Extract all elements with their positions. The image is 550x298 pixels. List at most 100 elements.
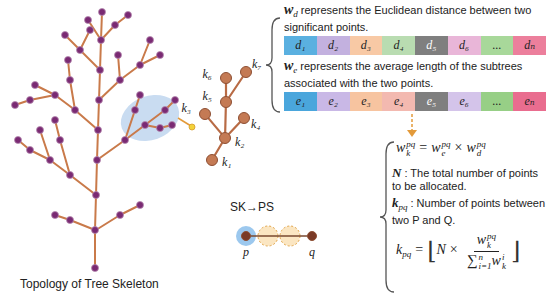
highlight-ellipse [114, 87, 185, 149]
subtree-highlight [114, 87, 185, 149]
description-text: : The total number of points to be alloc… [392, 167, 538, 192]
skeleton-point: k₃ [199, 108, 211, 120]
tree-point [93, 192, 100, 199]
definition-row: kpq: Number of points between two P and … [392, 196, 546, 227]
tree-point [125, 12, 132, 19]
math-superscript: pq [487, 232, 496, 241]
zoom-leader [178, 118, 195, 130]
tree-point [137, 202, 144, 209]
cell-label: d₅ [426, 38, 436, 53]
math-variable: w [467, 140, 476, 155]
weight-cell: d₂ [317, 36, 350, 55]
math-subscript: e [442, 149, 451, 158]
tree-branch [140, 40, 150, 65]
weight-cell: ... [481, 92, 514, 111]
script-stack: pqk [487, 232, 496, 250]
script-stack: pqk [406, 140, 415, 158]
math-variable: N [437, 242, 446, 257]
math-subscript: pq [399, 202, 408, 212]
skeleton-point: k₄ [238, 112, 250, 124]
tree-point [67, 217, 74, 224]
segment-line [251, 235, 307, 237]
tree-point [57, 137, 64, 144]
weight-cell: dₙ [513, 36, 546, 55]
curly-brace [380, 142, 394, 292]
point-label: k₁ [222, 155, 232, 169]
floor-bracket: ⌊ [427, 237, 436, 265]
cell-label: e₄ [394, 94, 404, 109]
tree-point [117, 77, 124, 84]
definition-row: N: The total number of points to be allo… [392, 166, 546, 193]
tree-point [67, 77, 74, 84]
math-superscript: pq [442, 140, 451, 149]
math-variable: w [492, 253, 501, 268]
math-variable: w [396, 140, 405, 155]
cell-label: e₅ [427, 94, 437, 109]
fraction: wpqk∑ni=1wik [464, 232, 509, 271]
tree-point [47, 157, 54, 164]
skeleton-point: k₅ [220, 96, 232, 108]
script-stack: pqe [442, 140, 451, 158]
weight-cell: d₄ [382, 36, 415, 55]
weight-cell: d₆ [448, 36, 481, 55]
dashed-arrow [407, 130, 417, 137]
tree-point [112, 22, 119, 29]
math-subscript: i=1 [478, 262, 491, 271]
tree-point [137, 62, 144, 69]
tree-point [77, 47, 84, 54]
skeleton-edge [225, 84, 227, 96]
math-variable: w [431, 140, 440, 155]
tree-branch [40, 130, 50, 160]
floor-bracket: ⌋ [511, 237, 520, 265]
curly-brace [266, 18, 280, 112]
formula-row: wpqk=wpqe×wpqd [396, 140, 546, 158]
description-text: represents the Euclidean distance betwee… [284, 4, 531, 33]
conversion-label: SK→PS [230, 200, 274, 214]
tree-point [85, 17, 92, 24]
math-superscript: pq [477, 140, 486, 149]
tree-point [162, 107, 169, 114]
skeleton-point: k₂ [219, 132, 231, 144]
math-variable: N [392, 165, 401, 180]
weight-cell: e₁ [284, 92, 317, 111]
tree-branch [125, 95, 140, 140]
tree-point [52, 212, 59, 219]
zoom-leader [189, 124, 195, 130]
math-operator: = [419, 140, 427, 155]
script-stack: pqd [477, 140, 486, 158]
math-variable: w [284, 2, 293, 17]
definition-row: wdrepresents the Euclidean distance betw… [284, 3, 546, 34]
weight-cell: e₂ [317, 92, 350, 111]
tree-branch [55, 120, 70, 175]
cell-label: d₃ [361, 38, 371, 53]
tree-point [92, 265, 99, 272]
dashed-arrow [411, 114, 413, 130]
numerator: wpqk [474, 232, 499, 252]
dashed-arrow [407, 114, 417, 137]
tree-branch [15, 12, 175, 268]
tree-branch [68, 60, 75, 110]
skeleton-edge [229, 122, 240, 133]
tree-branch [97, 100, 175, 160]
cell-label: e₁ [296, 94, 306, 109]
script-stack: ni=1 [478, 253, 491, 271]
cell-label: dₙ [524, 38, 535, 53]
weight-cell: ... [481, 36, 514, 55]
tree-point [62, 32, 69, 39]
tree-branch [18, 140, 96, 195]
tree-point [52, 117, 59, 124]
skeleton-point: k₆ [220, 72, 232, 84]
tree-point [32, 82, 39, 89]
tree-point [172, 97, 179, 104]
math-subscript: e [293, 65, 297, 75]
math-operator: × [450, 242, 458, 257]
skeleton-point: k₇ [240, 66, 252, 78]
tree-point [12, 9, 179, 272]
tree-point [97, 67, 104, 74]
zoom-leader [178, 118, 191, 126]
weight-cell: e₃ [350, 92, 383, 111]
point-label: k₂ [235, 135, 245, 149]
tree-point [157, 52, 164, 59]
skeleton-point: q [307, 231, 317, 241]
